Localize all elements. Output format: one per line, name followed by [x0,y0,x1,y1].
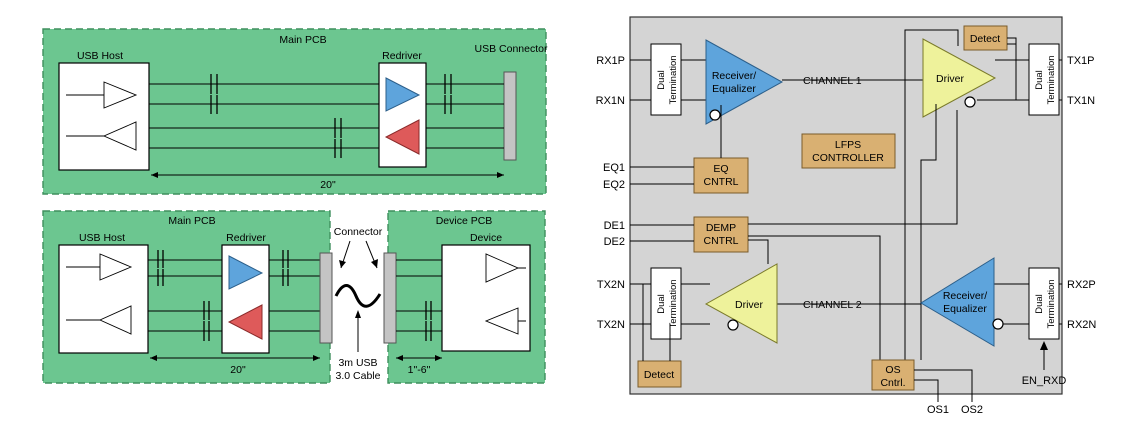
detect-block-top [963,25,1008,51]
connector-label: Connector [334,226,383,238]
connector-main [319,252,333,344]
pin-en-rxd: EN_RXD [1022,375,1067,387]
usb-connector [503,71,517,161]
device-pcb-label: Device PCB [436,215,493,227]
equalizer-label-ch2: Equalizer [943,303,987,315]
pin-rx2p: RX2P [1067,279,1096,291]
ac-coupling-caps [210,74,218,114]
eq-label-1: EQ [713,163,728,175]
demp-label-2: CNTRL [703,235,738,247]
pin-tx1n: TX1N [1067,95,1095,107]
usb-connector-label: USB Connector [475,43,548,55]
redriver-tx-amp [385,77,421,112]
pin-eq2: EQ2 [603,179,625,191]
termination-tx1-dual: Dual [1034,70,1045,90]
usb-host-label: USB Host [77,50,123,62]
termination-tx1-label: Termination [1046,55,1057,104]
receiver-label-ch2: Receiver/ [943,290,987,302]
channel2-label: CHANNEL 2 [803,299,862,311]
redriver-block-diagram: RX1P RX1N EQ1 EQ2 DE1 DE2 TX2N TX2N TX1P… [596,16,1096,416]
pin-rx2n: RX2N [1067,319,1096,331]
termination-tx2-dual: Dual [656,294,667,314]
termination-tx1 [1028,43,1060,116]
driver-label-ch2: Driver [735,299,764,311]
redriver-label: Redriver [382,50,422,62]
pin-os2: OS2 [961,404,983,416]
inverting-bubble-rx-ch1 [709,109,721,121]
redriver-rx-amp-2 [227,304,263,340]
pin-tx2n-b: TX2N [597,319,625,331]
length-label-main: 20" [230,364,246,376]
main-pcb-label: Main PCB [279,34,326,46]
receiver-equalizer-ch2 [920,257,995,347]
top-system: Main PCB USB Host Redriver USB Connector [42,28,548,195]
device-label: Device [470,232,502,244]
inverting-bubble-rx-ch2 [992,318,1004,330]
main-pcb-label-2: Main PCB [168,215,215,227]
cable-label-2: 3.0 Cable [336,370,381,382]
receiver-equalizer-ch1 [705,39,784,125]
equalizer-label-ch1: Equalizer [712,83,756,95]
length-label-device: 1"-6" [408,364,431,376]
length-label: 20" [320,179,336,191]
host-rx-receiver-2 [98,305,132,335]
demp-control [693,216,749,253]
pin-rx1n: RX1N [596,95,625,107]
os-control [871,359,915,391]
connector-device [383,252,397,344]
detect-block-bottom [637,360,682,388]
pin-de1: DE1 [604,220,625,232]
inverting-bubble-driver-ch1 [964,96,976,108]
detect-label-bottom: Detect [644,369,674,381]
usb-host-box [58,62,150,171]
redriver-label-2: Redriver [226,232,266,244]
pin-os1: OS1 [927,404,949,416]
lfps-label-2: CONTROLLER [812,152,884,164]
pin-tx2n-a: TX2N [597,279,625,291]
bottom-system: Main PCB Device PCB USB Host Redriver C [42,210,546,384]
usb-host-label-2: USB Host [79,232,125,244]
pin-rx1p: RX1P [596,55,625,67]
cable-label-1: 3m USB [338,357,377,369]
pin-eq1: EQ1 [603,162,625,174]
os-label-1: OS [885,364,900,376]
host-rx-receiver [102,121,137,151]
termination-tx2-label: Termination [668,279,679,328]
driver-ch1 [922,38,997,118]
detect-label-top: Detect [970,33,1000,45]
termination-rx1-label: Termination [668,55,679,104]
termination-rx2-dual: Dual [1034,294,1045,314]
redriver-rx-amp [384,119,420,155]
termination-rx1-dual: Dual [656,70,667,90]
eq-label-2: CNTRL [703,176,738,188]
lfps-controller [801,133,896,169]
usb-cable [334,284,382,308]
redriver-tx-amp-2 [228,255,264,290]
driver-ch2 [704,263,778,344]
termination-rx2-label: Termination [1046,279,1057,328]
inverting-bubble-driver-ch2 [727,319,739,331]
pin-de2: DE2 [604,236,625,248]
demp-label-1: DEMP [706,222,736,234]
channel1-label: CHANNEL 1 [803,75,862,87]
termination-rx2 [1028,267,1060,340]
pin-tx1p: TX1P [1067,55,1095,67]
driver-label-ch1: Driver [936,73,965,85]
lfps-label-1: LFPS [835,139,861,151]
chip-boundary [629,16,1063,395]
device-rx-receiver [485,253,520,283]
receiver-label-ch1: Receiver/ [712,70,756,82]
termination-tx2 [650,267,682,340]
termination-rx1 [650,43,682,116]
os-label-2: Cntrl. [880,377,905,389]
